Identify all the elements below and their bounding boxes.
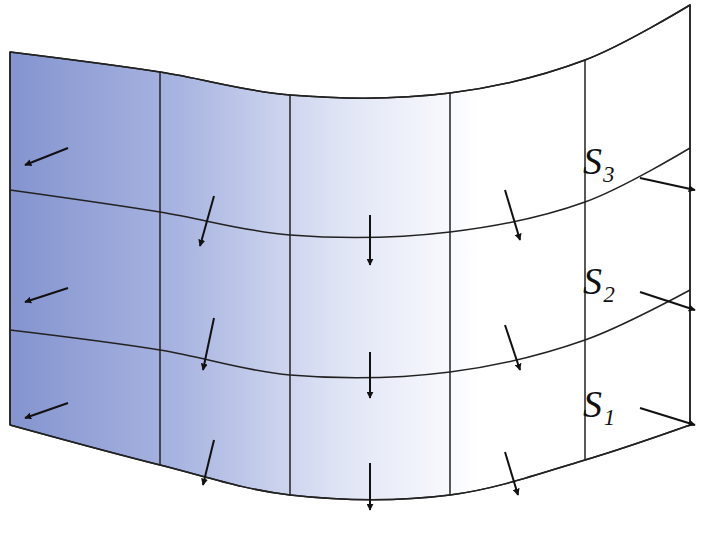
- vector-arrow: [25, 148, 68, 165]
- grid-line: [449, 93, 451, 495]
- vector-arrow: [505, 190, 520, 240]
- strip-label: S₃: [583, 142, 615, 180]
- vector-arrow: [369, 215, 371, 265]
- grid-line: [9, 52, 11, 425]
- vector-arrow: [203, 318, 214, 370]
- vector-arrow: [640, 408, 695, 425]
- vector-arrow: [369, 463, 371, 510]
- vector-arrow: [369, 352, 371, 398]
- grid-line: [689, 5, 691, 425]
- grid-line: [159, 72, 161, 465]
- vector-arrow: [505, 325, 520, 370]
- grid-line: [289, 95, 291, 495]
- sheet-fill: [10, 5, 690, 500]
- vector-arrow: [200, 196, 214, 246]
- vector-arrow: [640, 178, 695, 190]
- vector-arrow: [25, 403, 68, 418]
- grid-line: [10, 5, 690, 98]
- strip-label: S₁: [583, 385, 615, 423]
- vector-arrow: [640, 292, 695, 310]
- vector-arrow: [25, 288, 68, 302]
- vector-arrow: [505, 452, 518, 495]
- strip-label: S₂: [583, 262, 615, 300]
- vector-arrow: [203, 440, 214, 485]
- grid-line: [10, 290, 690, 378]
- grid-line: [10, 425, 690, 500]
